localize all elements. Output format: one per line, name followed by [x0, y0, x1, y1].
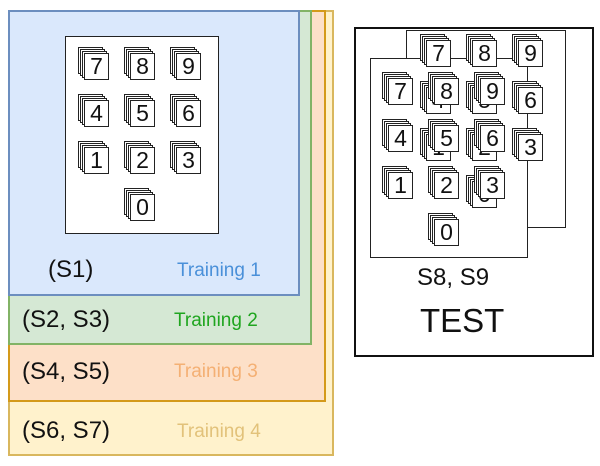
test-front-digit-3: 3: [480, 172, 505, 199]
test-front-digit-0: 0: [434, 219, 459, 246]
test-back-digit-stack-9: 9: [512, 34, 543, 67]
test-front-digit-stack-3: 3: [474, 166, 505, 199]
train-digit-8: 8: [130, 53, 155, 80]
test-back-digit-9: 9: [518, 40, 543, 67]
train-digit-stack-8: 8: [124, 47, 155, 80]
test-front-digit-stack-5: 5: [428, 119, 459, 152]
train-digit-stack-1: 1: [78, 141, 109, 174]
test-front-digit-6: 6: [480, 125, 505, 152]
test-front-digit-stack-1: 1: [382, 166, 413, 199]
train-digit-stack-5: 5: [124, 94, 155, 127]
test-front-digit-1: 1: [388, 172, 413, 199]
train-digit-stack-6: 6: [170, 94, 201, 127]
test-back-digit-6: 6: [518, 87, 543, 114]
training-2-subjects: (S2, S3): [22, 306, 111, 333]
test-subjects: S8, S9: [417, 264, 490, 291]
train-digit-5: 5: [130, 100, 155, 127]
test-front-digit-stack-8: 8: [428, 72, 459, 105]
train-digit-stack-7: 7: [78, 47, 109, 80]
training-3-subjects: (S4, S5): [22, 358, 111, 385]
train-digit-1: 1: [84, 147, 109, 174]
train-digit-3: 3: [176, 147, 201, 174]
train-digit-0: 0: [130, 194, 155, 221]
test-front-digit-stack-6: 6: [474, 119, 505, 152]
training-3-label: Training 3: [174, 361, 258, 382]
train-digit-stack-4: 4: [78, 94, 109, 127]
test-front-digit-stack-9: 9: [474, 72, 505, 105]
test-front-digit-8: 8: [434, 78, 459, 105]
test-front-digit-5: 5: [434, 125, 459, 152]
train-digit-9: 9: [176, 53, 201, 80]
test-front-digit-4: 4: [388, 125, 413, 152]
test-back-digit-stack-8: 8: [466, 34, 497, 67]
train-digit-stack-2: 2: [124, 141, 155, 174]
test-back-digit-8: 8: [472, 40, 497, 67]
training-4-label: Training 4: [177, 421, 261, 442]
train-digit-stack-3: 3: [170, 141, 201, 174]
test-front-digit-9: 9: [480, 78, 505, 105]
test-front-digit-7: 7: [388, 78, 413, 105]
test-back-digit-stack-6: 6: [512, 81, 543, 114]
test-front-digit-2: 2: [434, 172, 459, 199]
train-digit-7: 7: [84, 53, 109, 80]
training-1-subjects: (S1): [48, 256, 94, 283]
training-1-label: Training 1: [177, 260, 261, 281]
test-front-digit-stack-2: 2: [428, 166, 459, 199]
test-back-digit-7: 7: [426, 40, 451, 67]
test-back-digit-stack-3: 3: [512, 128, 543, 161]
test-front-digit-stack-4: 4: [382, 119, 413, 152]
training-2-label: Training 2: [174, 310, 258, 331]
test-back-digit-3: 3: [518, 134, 543, 161]
test-label: TEST: [420, 302, 505, 339]
train-digit-stack-0: 0: [124, 188, 155, 221]
test-front-digit-stack-0: 0: [428, 213, 459, 246]
train-digit-4: 4: [84, 100, 109, 127]
train-digit-6: 6: [176, 100, 201, 127]
test-back-digit-stack-7: 7: [420, 34, 451, 67]
training-4-subjects: (S6, S7): [22, 417, 111, 444]
test-front-digit-stack-7: 7: [382, 72, 413, 105]
train-digit-stack-9: 9: [170, 47, 201, 80]
train-digit-2: 2: [130, 147, 155, 174]
